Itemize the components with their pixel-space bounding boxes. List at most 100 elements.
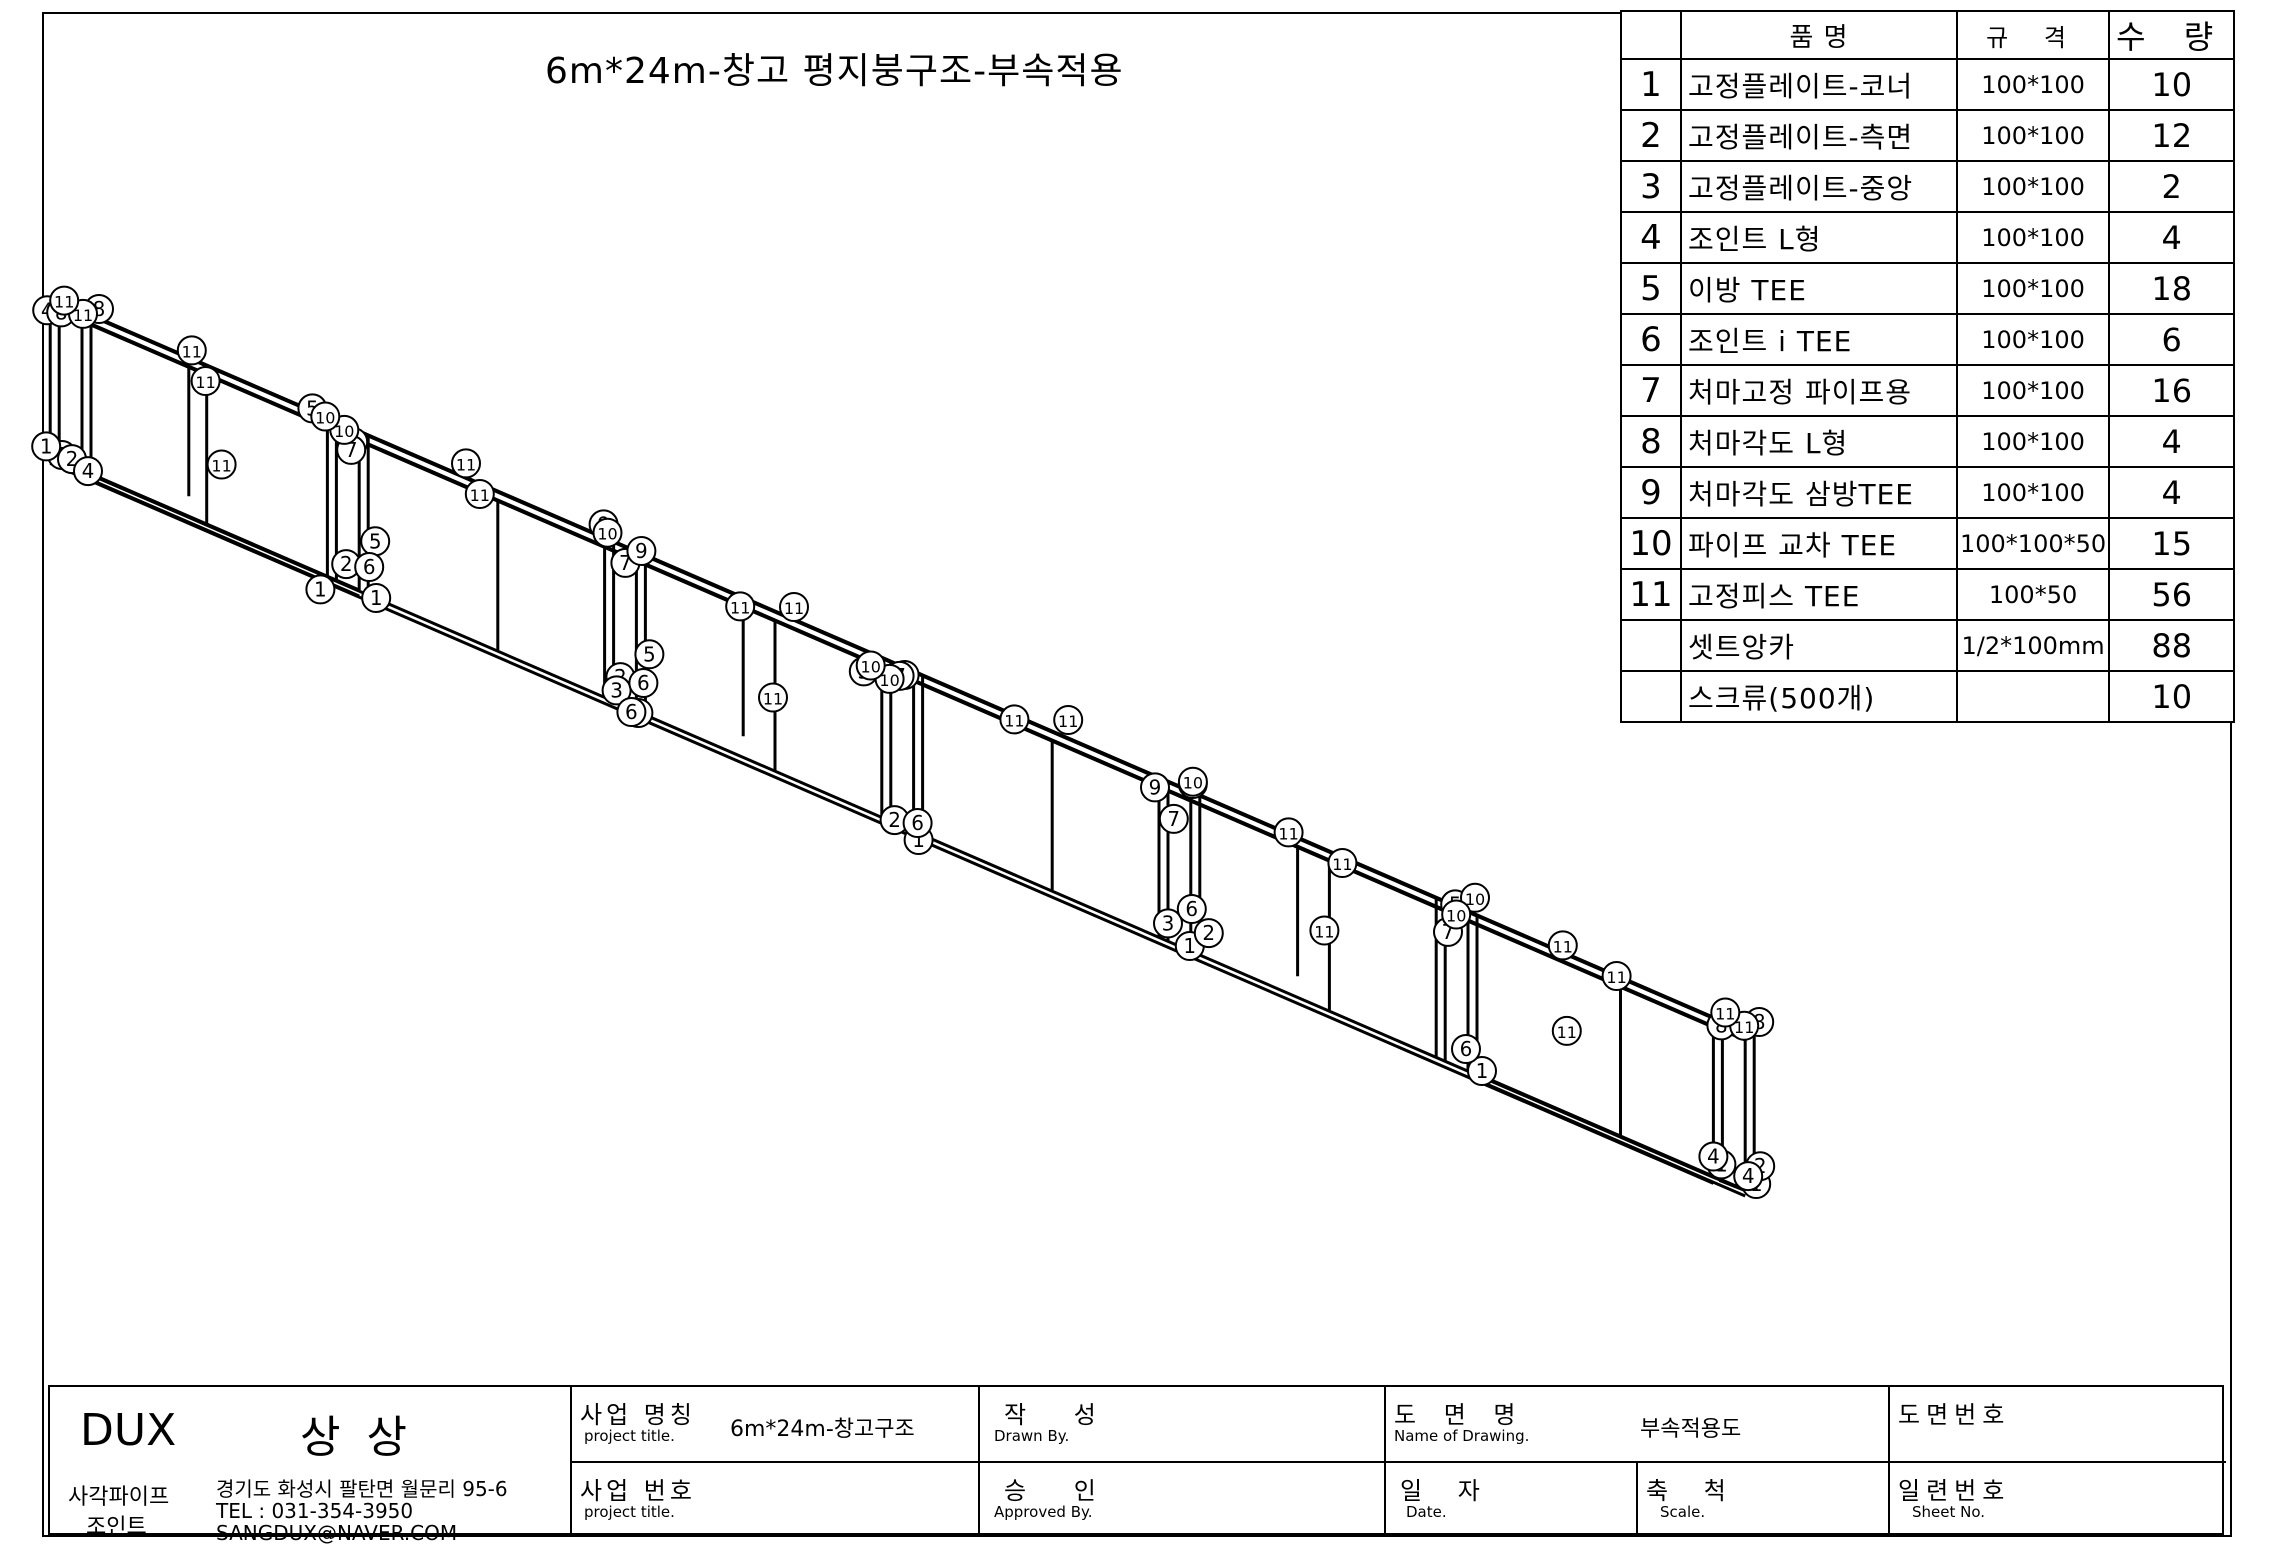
part-callout: 6 [1176,894,1207,924]
callout-number: 9 [1149,775,1162,799]
part-spec: 1/2*100mm [1955,619,2111,672]
part-callout: 1 [305,574,336,605]
callout-number: 1 [1476,1059,1489,1083]
callout-number: 5 [369,529,382,553]
callout-circle [190,366,221,396]
part-no: 9 [1620,466,1682,519]
scale-sub: Scale. [1660,1503,1706,1521]
callout-number: 11 [1715,1005,1735,1024]
part-name: 이방 TEE [1680,262,1958,315]
callout-circle [31,431,62,462]
callout-number: 2 [1202,921,1215,945]
part-name: 처마각도 L형 [1680,415,1958,468]
part-callout: 11 [464,479,495,509]
part-qty: 16 [2108,364,2236,417]
callout-circle [1601,961,1632,991]
drawing-border [42,12,2232,1537]
part-callout: 4 [1733,1161,1764,1192]
callout-number: 4 [1742,1164,1755,1188]
callout-number: 11 [1553,937,1573,956]
part-name: 고정피스 TEE [1680,568,1958,621]
part-qty: 18 [2108,262,2236,315]
part-callout: 6 [628,668,659,698]
callout-number: 11 [54,293,74,312]
part-no [1620,619,1682,672]
callout-circle [626,536,657,566]
part-name: 파이프 교차 TEE [1680,517,1958,570]
parts-table-header: 품 명 규 격 수 량 [1620,10,2236,60]
part-spec: 100*100 [1955,364,2111,417]
company-address: 경기도 화성시 팔탄면 월문리 95-6 [216,1477,508,1501]
part-callout: 11 [725,591,756,622]
callout-circle [1309,915,1340,946]
part-callout: 11 [49,285,80,316]
callout-number: 11 [73,306,93,325]
callout-number: 10 [334,422,354,441]
callout-number: 6 [637,671,650,695]
part-callout: 6 [1451,1034,1481,1064]
callout-circle [1451,1034,1481,1064]
callout-number: 11 [763,690,783,709]
part-spec: 100*100 [1955,58,2111,111]
part-qty: 6 [2108,313,2236,366]
drawn-by-sub: Drawn By. [994,1427,1070,1445]
part-qty: 2 [2108,160,2236,213]
callout-circle [999,704,1030,735]
callout-number: 11 [211,457,231,476]
title-block: DUX 상 상 사각파이프 조인트 경기도 화성시 팔탄면 월문리 95-6 T… [48,1385,2226,1545]
drawing-name-sub: Name of Drawing. [1394,1427,1530,1445]
callout-number: 11 [470,486,490,505]
callout-number: 11 [1058,712,1078,731]
callout-circle [1710,997,1741,1028]
callout-number: 6 [911,811,924,835]
callout-number: 10 [879,671,899,690]
callout-number: 10 [597,525,617,544]
callout-circle [628,668,659,698]
parts-table-row: 스크류(500개)10 [1620,670,2236,723]
callout-circle [305,574,336,605]
approved-by-sub: Approved By. [994,1503,1093,1521]
callout-circle [1460,882,1490,913]
callout-circle [1733,1161,1764,1192]
part-qty: 56 [2108,568,2236,621]
part-spec [1955,670,2111,723]
callout-number: 5 [643,642,656,666]
callout-circle [1193,918,1224,949]
header-qty: 수 량 [2108,10,2236,60]
part-name: 고정플레이트-중앙 [1680,160,1958,213]
callout-circle [176,335,207,366]
part-callout: 11 [1710,997,1741,1028]
callout-number: 10 [1446,907,1466,926]
part-callout: 11 [451,448,481,479]
part-callout: 10 [1460,882,1490,913]
callout-circle [49,285,80,316]
part-callout: 2 [879,805,910,836]
callout-number: 11 [1314,923,1334,942]
part-no: 6 [1620,313,1682,366]
callout-circle [310,401,341,432]
callout-circle [1547,930,1578,961]
part-name: 고정플레이트-측면 [1680,109,1958,162]
part-no: 5 [1620,262,1682,315]
part-qty: 88 [2108,619,2236,672]
part-qty: 15 [2108,517,2236,570]
part-spec: 100*100 [1955,109,2111,162]
callout-number: 11 [182,342,202,361]
callout-number: 2 [888,808,901,832]
callout-number: 11 [1004,711,1024,730]
callout-number: 10 [1183,774,1203,793]
company-product-1: 사각파이프 [68,1485,170,1510]
callout-circle [1551,1015,1582,1046]
callout-circle [1441,899,1472,930]
part-callout: 11 [176,335,207,366]
part-no: 1 [1620,58,1682,111]
callout-number: 11 [730,598,750,617]
